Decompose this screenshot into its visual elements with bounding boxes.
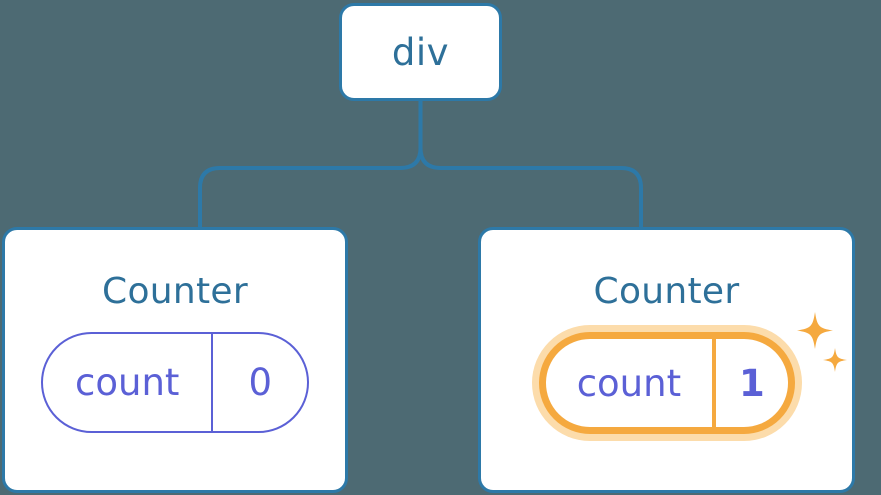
state-pill-right-value: 1 (739, 361, 765, 405)
state-pill-left-value: 0 (248, 361, 272, 404)
node-root-div[interactable]: div (339, 3, 502, 101)
edge-bus-right (418, 147, 643, 227)
state-pill-right-key: count (546, 339, 717, 427)
node-counter-left-label: Counter (102, 271, 248, 312)
sparkles-icon (796, 312, 847, 372)
node-counter-right-label: Counter (593, 271, 740, 312)
state-pill-right[interactable]: count 1 (538, 332, 795, 434)
state-pill-left[interactable]: count 0 (41, 332, 309, 433)
sparkle-small-icon (822, 348, 847, 372)
state-pill-right-wrapper: count 1 (538, 312, 847, 434)
state-pill-left-wrapper: count 0 (41, 332, 309, 433)
node-counter-right[interactable]: Counter count 1 (478, 227, 855, 493)
node-root-label: div (391, 30, 450, 74)
node-counter-left[interactable]: Counter count 0 (2, 227, 348, 493)
sparkle-large-icon (796, 312, 833, 349)
edge-bus-left (198, 147, 423, 227)
state-pill-left-key: count (43, 334, 214, 431)
